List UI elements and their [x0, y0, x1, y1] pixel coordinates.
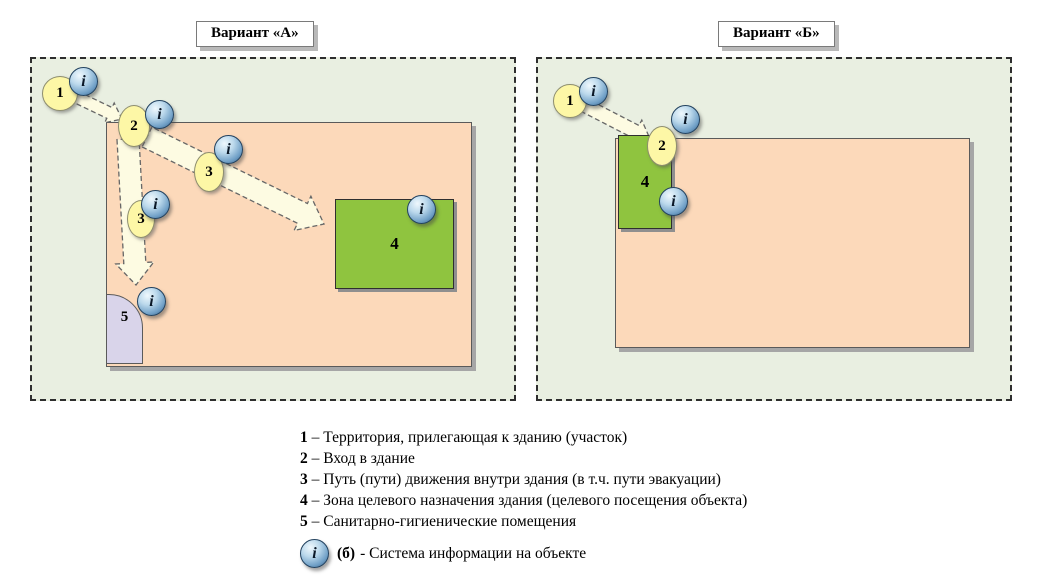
target-zone-b-label: 4 [640, 172, 650, 191]
legend-item-2-text: – Вход в здание [307, 450, 415, 467]
legend-item-2: 2 – Вход в здание [300, 448, 747, 469]
legend-info-row: i (б) - Система информации на объекте [300, 539, 747, 568]
legend-item-4-num: 4 [300, 492, 308, 509]
variant-b-title: Вариант «Б» [718, 21, 835, 47]
legend-info-prefix: (б) [337, 544, 356, 562]
target-zone-a: 4 [335, 199, 454, 289]
legend-item-3-num: 3 [300, 471, 308, 488]
legend-item-5-text: – Санитарно-гигиенические помещения [307, 513, 577, 530]
legend-item-4-text: – Зона целевого назначения здания (целев… [307, 492, 748, 509]
legend-item-3-text: – Путь (пути) движения внутри здания (в … [307, 471, 721, 488]
legend-item-3: 3 – Путь (пути) движения внутри здания (… [300, 469, 747, 490]
variant-a-title: Вариант «А» [196, 21, 314, 47]
info-icon: i [659, 187, 688, 216]
info-icon: i [145, 100, 174, 129]
site-panel-variant-a: 4 5 1 2 3 3 i i i i i i [30, 57, 516, 401]
legend-item-1: 1 – Территория, прилегающая к зданию (уч… [300, 427, 747, 448]
legend: 1 – Территория, прилегающая к зданию (уч… [300, 427, 747, 568]
legend-item-1-text: – Территория, прилегающая к зданию (учас… [307, 429, 628, 446]
info-icon: i [671, 105, 700, 134]
info-icon: i [214, 135, 243, 164]
legend-item-2-num: 2 [300, 450, 308, 467]
sanitary-room-a-label: 5 [120, 309, 129, 325]
legend-item-1-num: 1 [300, 429, 308, 446]
marker-entrance-a: 2 [118, 105, 150, 147]
legend-item-5-num: 5 [300, 513, 308, 530]
legend-info-text: - Система информации на объекте [360, 544, 587, 562]
info-icon: i [69, 67, 98, 96]
info-icon: i [579, 77, 608, 106]
marker-entrance-b: 2 [647, 126, 677, 166]
info-icon: i [300, 539, 329, 568]
info-icon: i [137, 287, 166, 316]
legend-item-4: 4 – Зона целевого назначения здания (цел… [300, 490, 747, 511]
info-icon: i [407, 195, 436, 224]
target-zone-a-label: 4 [390, 234, 399, 253]
site-panel-variant-b: 4 1 2 i i i [536, 57, 1012, 401]
legend-item-5: 5 – Санитарно-гигиенические помещения [300, 511, 747, 532]
info-icon: i [141, 190, 170, 219]
building-b [615, 138, 970, 348]
